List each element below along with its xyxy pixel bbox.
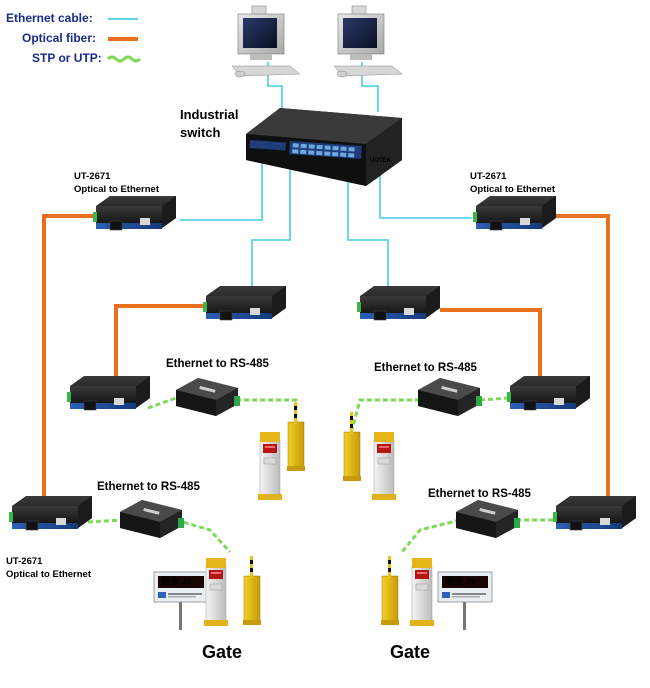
converter-top-right: [472, 195, 557, 231]
gate-pillar-lower-right: [409, 557, 435, 627]
switch-brand: UOTEK: [370, 158, 392, 164]
converter-tl-model: UT-2671: [74, 171, 111, 182]
converter-mid-left: [202, 285, 287, 321]
converter-mid-right: [356, 285, 441, 321]
converter-bl-description: Optical to Ethernet: [6, 569, 92, 580]
ethernet-cable-conv-mr: [347, 158, 389, 290]
gate-pillar-upper-left: [257, 431, 283, 501]
rs485-left-lower: [120, 500, 184, 538]
legend-stp-swatch: [106, 55, 142, 63]
legend-stp-label: STP or UTP:: [32, 51, 102, 65]
ethernet-cable-conv-tr: [379, 158, 472, 219]
rs485-label-left-upper: Ethernet to RS-485: [166, 358, 269, 370]
ethernet-cable-conv-tl: [180, 158, 263, 221]
optical-fiber-left-mid: [114, 304, 210, 380]
switch-label-line2: switch: [180, 125, 221, 140]
gate-pillar-upper-right: [371, 431, 397, 501]
converter-tl-description: Optical to Ethernet: [74, 184, 160, 195]
gate-label-right: Gate: [390, 642, 430, 662]
rs485-right-upper: [418, 378, 482, 416]
converter-left-upper: [66, 375, 151, 411]
gate-label-left: Gate: [202, 642, 242, 662]
converter-tr-description: Optical to Ethernet: [470, 184, 556, 195]
converter-bottom-right: [552, 495, 637, 531]
optical-fibers: [42, 214, 610, 500]
barrier-lower-right: [380, 555, 400, 626]
industrial-switch: UOTEK: [246, 108, 402, 186]
rs485-left-upper: [176, 378, 240, 416]
mouse-icon: [336, 70, 348, 78]
stp-cable-right-upper-in: [479, 396, 509, 402]
legend-ethernet-label: Ethernet cable:: [6, 11, 93, 25]
stp-cable-left-upper-in: [147, 396, 177, 410]
gate-pillar-lower-left: [203, 557, 229, 627]
ethernet-cable-conv-ml: [251, 158, 291, 290]
legend-optical-label: Optical fiber:: [22, 31, 96, 45]
converter-bl-model: UT-2671: [6, 556, 43, 567]
legend: Ethernet cable: Optical fiber: STP or UT…: [6, 11, 142, 65]
optical-fiber-right-mid: [440, 308, 542, 380]
stp-cable-right-upper-out: [350, 398, 420, 431]
stp-cable-left-lower-in: [87, 518, 123, 524]
stp-cables: [87, 396, 556, 554]
switch-label-line1: Industrial: [180, 107, 239, 122]
converter-right-upper: [506, 375, 591, 411]
converter-bottom-left: [8, 495, 93, 531]
computer-left: [231, 5, 301, 78]
stp-cable-right-lower-out: [400, 518, 461, 553]
optical-fiber-right-long: [554, 214, 610, 500]
display-text-left: 剩余 39: [161, 575, 192, 586]
optical-fiber-left-long: [42, 214, 94, 498]
rs485-label-right-upper: Ethernet to RS-485: [374, 362, 477, 374]
stp-cable-left-upper-out: [236, 398, 298, 434]
rs485-right-lower: [456, 500, 520, 538]
converter-top-left: [92, 195, 177, 231]
rs485-label-left-lower: Ethernet to RS-485: [97, 481, 200, 493]
barrier-upper-left: [286, 401, 306, 472]
display-text-right: 剩余 39: [445, 575, 476, 586]
barrier-upper-right: [342, 411, 362, 482]
stp-cable-left-lower-out: [175, 518, 232, 554]
converter-tr-model: UT-2671: [470, 171, 507, 182]
computer-right: [333, 5, 403, 78]
mouse-icon: [234, 70, 246, 78]
barrier-lower-left: [242, 555, 262, 626]
rs485-label-right-lower: Ethernet to RS-485: [428, 488, 531, 500]
